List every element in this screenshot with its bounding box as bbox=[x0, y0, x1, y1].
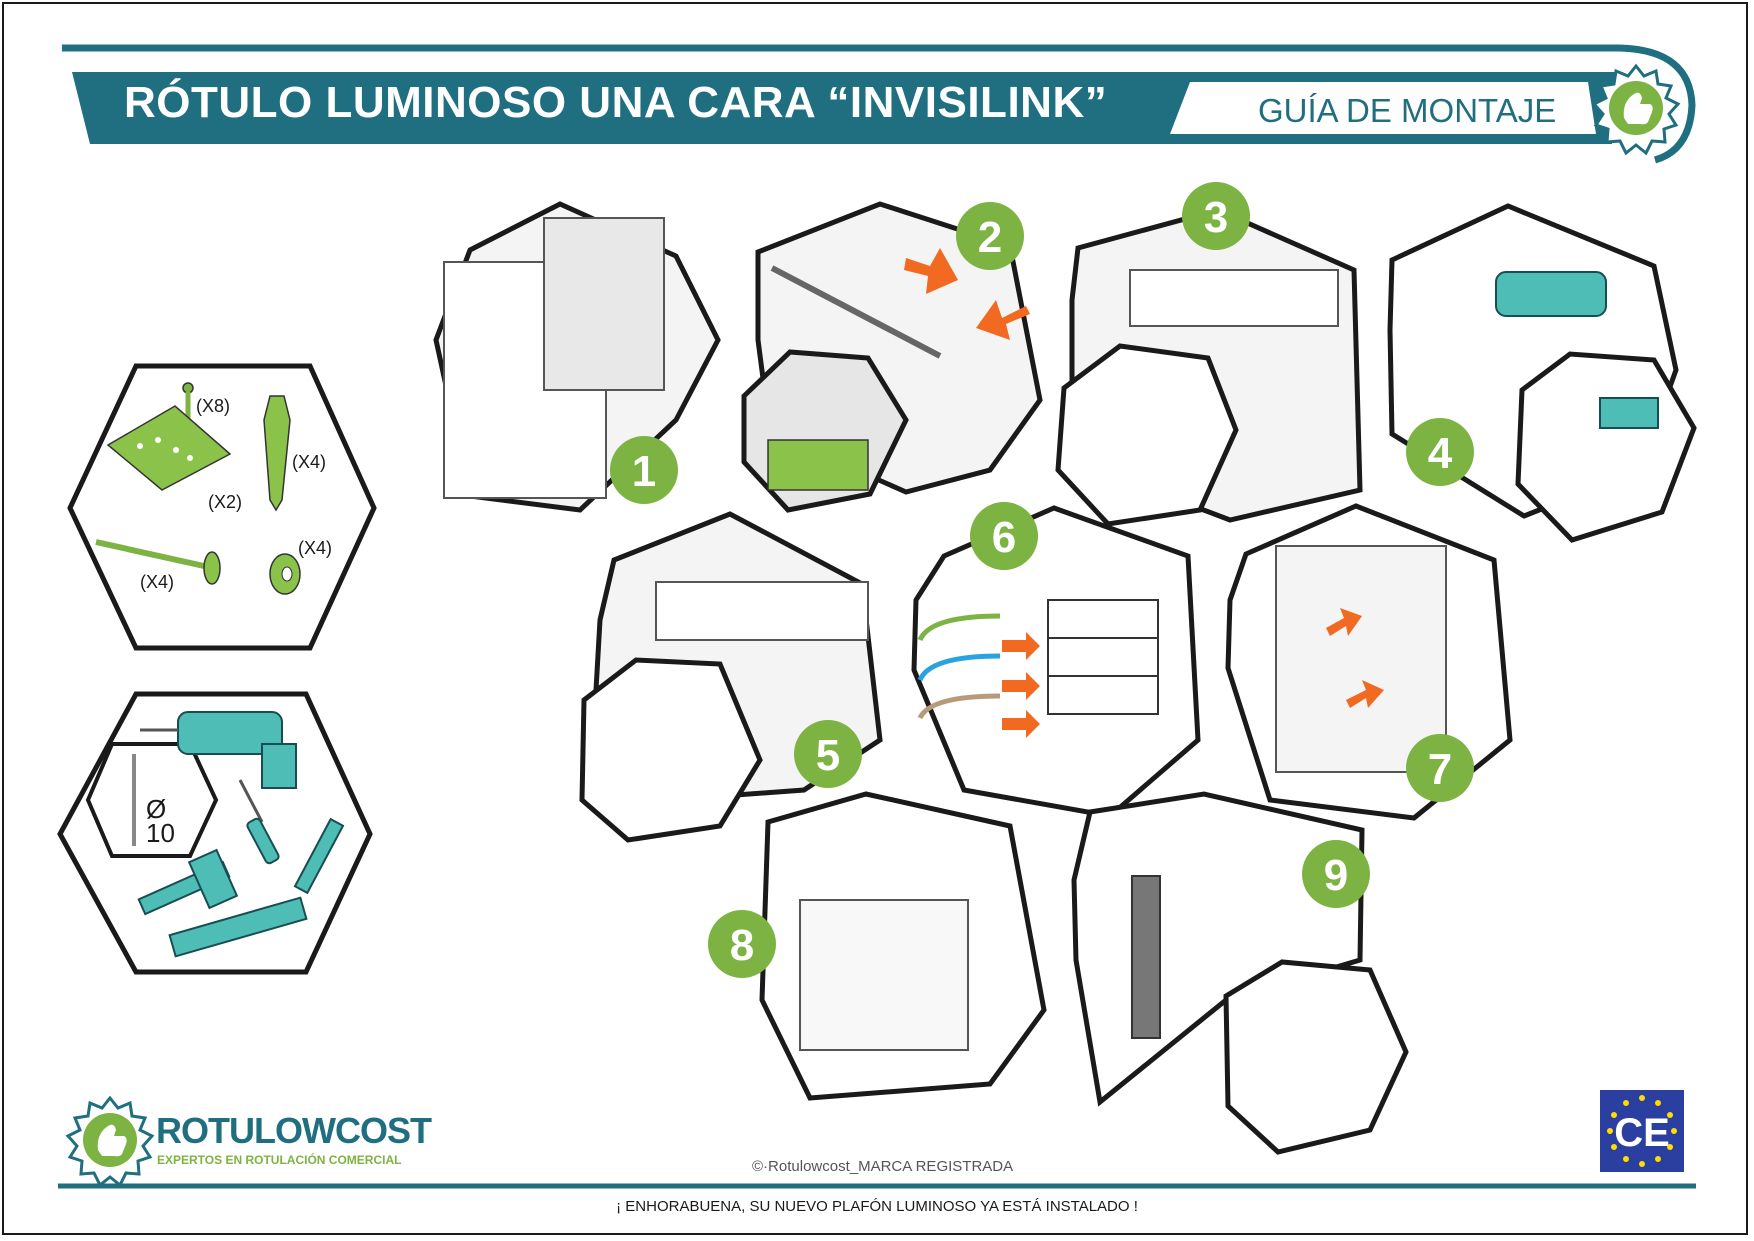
long-screws-quantity: (X4) bbox=[140, 572, 174, 592]
step-7-badge bbox=[1406, 734, 1474, 802]
step-4-number: 4 bbox=[1428, 429, 1453, 478]
step-2-badge bbox=[956, 202, 1024, 270]
live-wire bbox=[917, 693, 1001, 720]
step-6-badge bbox=[970, 502, 1038, 570]
mounting-plate-icon bbox=[106, 405, 232, 491]
wall-anchor-icon bbox=[263, 395, 291, 512]
step-9-number: 9 bbox=[1324, 851, 1348, 900]
neutral-wire bbox=[917, 653, 1001, 682]
step-4-detail-panel bbox=[1515, 351, 1697, 543]
ce-mark-text: CE bbox=[1614, 1111, 1670, 1155]
washers-quantity: (X4) bbox=[298, 538, 332, 558]
step-8-badge bbox=[708, 910, 776, 978]
completion-message: ¡ ENHORABUENA, SU NUEVO PLAFÓN LUMINOSO … bbox=[616, 1198, 1138, 1215]
step-3-badge bbox=[1182, 182, 1250, 250]
spirit-level-icon bbox=[168, 896, 308, 958]
step-7-number: 7 bbox=[1428, 745, 1452, 794]
step-3-number: 3 bbox=[1204, 193, 1228, 242]
step-6-number: 6 bbox=[992, 513, 1016, 562]
step-2-number: 2 bbox=[978, 213, 1002, 262]
page-title: RÓTULO LUMINOSO UNA CARA “INVISILINK” bbox=[124, 78, 1108, 127]
drill-bit-diameter: 10 bbox=[146, 818, 175, 848]
step-badges bbox=[610, 182, 1474, 978]
step-5-badge bbox=[794, 720, 862, 788]
step-9-badge bbox=[1302, 840, 1370, 908]
pencil-icon bbox=[293, 817, 345, 895]
long-screw-icon bbox=[95, 539, 221, 585]
drill-icon bbox=[1495, 271, 1607, 317]
screws-quantity: (X8) bbox=[196, 396, 230, 416]
copyright-notice: ©·Rotulowcost_MARCA REGISTRADA bbox=[752, 1158, 1014, 1175]
terminal-block-icon bbox=[1047, 599, 1159, 715]
earth-wire bbox=[917, 613, 1001, 642]
step-1-number: 1 bbox=[632, 447, 656, 496]
drill-icon bbox=[140, 711, 297, 789]
hammer-icon bbox=[137, 848, 239, 916]
step-9-detail-panel bbox=[1223, 959, 1409, 1155]
step-8-number: 8 bbox=[730, 921, 754, 970]
step-3-detail-panel bbox=[1055, 343, 1239, 527]
hammer-icon bbox=[1599, 397, 1659, 429]
action-arrows bbox=[904, 248, 1384, 738]
screwdriver-icon bbox=[238, 779, 280, 865]
brand-tagline: EXPERTOS EN ROTULACIÓN COMERCIAL bbox=[157, 1153, 402, 1167]
plates-quantity: (X2) bbox=[208, 492, 242, 512]
brand-name: ROTULOWCOST bbox=[156, 1110, 432, 1151]
step-5-number: 5 bbox=[816, 731, 840, 780]
page-subtitle: GUÍA DE MONTAJE bbox=[1258, 92, 1557, 129]
ce-mark-icon: CE bbox=[1600, 1090, 1684, 1172]
subtitle-panel bbox=[1170, 82, 1596, 134]
washer-icon bbox=[269, 553, 301, 595]
anchors-quantity: (X4) bbox=[292, 452, 326, 472]
header-curve bbox=[1619, 44, 1696, 164]
step-5-detail-panel bbox=[579, 657, 763, 843]
step-1-badge bbox=[610, 436, 678, 504]
step-4-badge bbox=[1406, 418, 1474, 486]
brand-logo-icon bbox=[66, 1096, 154, 1187]
svg-text:Ø: Ø bbox=[146, 794, 166, 824]
